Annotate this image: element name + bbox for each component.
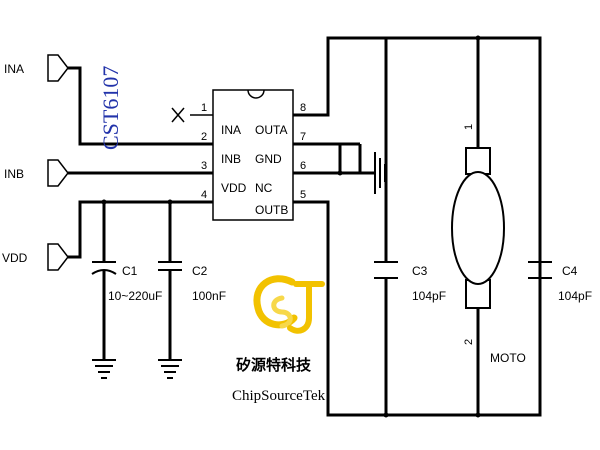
brand-name-cn: 矽源特科技 [236,356,312,374]
capacitor-c1: C1 10~220uF [91,202,162,360]
pin-3-name: INB [221,152,241,166]
motor: 1 2 MOTO [451,124,526,365]
part-number: CST6107 [98,66,123,150]
pin-8-name: NC [255,181,273,195]
pin-6-number: 6 [300,160,306,172]
capacitor-c4: C4 104pF [528,261,592,415]
pin-4-name: VDD [221,181,247,195]
c3-ref: C3 [412,264,428,278]
ic-chip: 1 2 3 4 8 7 6 5 INA INB VDD VDD NC OUTA … [201,89,306,221]
ground-symbol-c1 [92,359,116,379]
inb-port-label: INB [4,167,24,181]
pin-7-number: 7 [300,131,306,143]
output-wires [293,35,542,418]
ina-port-label: INA [4,62,24,76]
c2-ref: C2 [192,264,208,278]
ground-symbol-c2 [158,359,182,379]
motor-pin-2: 2 [463,339,475,345]
vdd-port-label: VDD [2,251,28,265]
capacitor-c2: C2 100nF [158,202,226,360]
chipsourcetek-logo: 矽源特科技 ChipSourceTek [232,275,326,404]
c4-ref: C4 [562,264,578,278]
motor-pin-1: 1 [463,124,475,130]
pin-6-name: GND [255,152,282,166]
motor-label: MOTO [490,351,526,365]
pin-2-number: 2 [201,131,207,143]
c1-ref: C1 [122,264,138,278]
pin-4-number: 4 [201,189,207,201]
pin-5-name: OUTB [255,203,288,217]
capacitor-c3: C3 104pF [374,261,446,303]
vdd-port: VDD [2,243,69,271]
c2-value: 100nF [192,289,226,303]
ina-port: INA [4,54,69,82]
pin-7-name: OUTA [255,123,287,137]
pin-5-number: 5 [300,189,306,201]
pin-3-number: 3 [201,160,207,172]
pin-8-number: 8 [300,102,306,114]
pin-1-number: 1 [201,102,207,114]
c3-value: 104pF [412,289,446,303]
pin-2-name: INA [221,123,241,137]
inb-port: INB [4,159,69,187]
nc-x-mark [171,107,185,123]
c1-value: 10~220uF [108,289,162,303]
input-wires [68,66,213,259]
brand-name-en: ChipSourceTek [232,388,326,404]
ground-symbol-ic [360,152,386,194]
c4-value: 104pF [558,289,592,303]
